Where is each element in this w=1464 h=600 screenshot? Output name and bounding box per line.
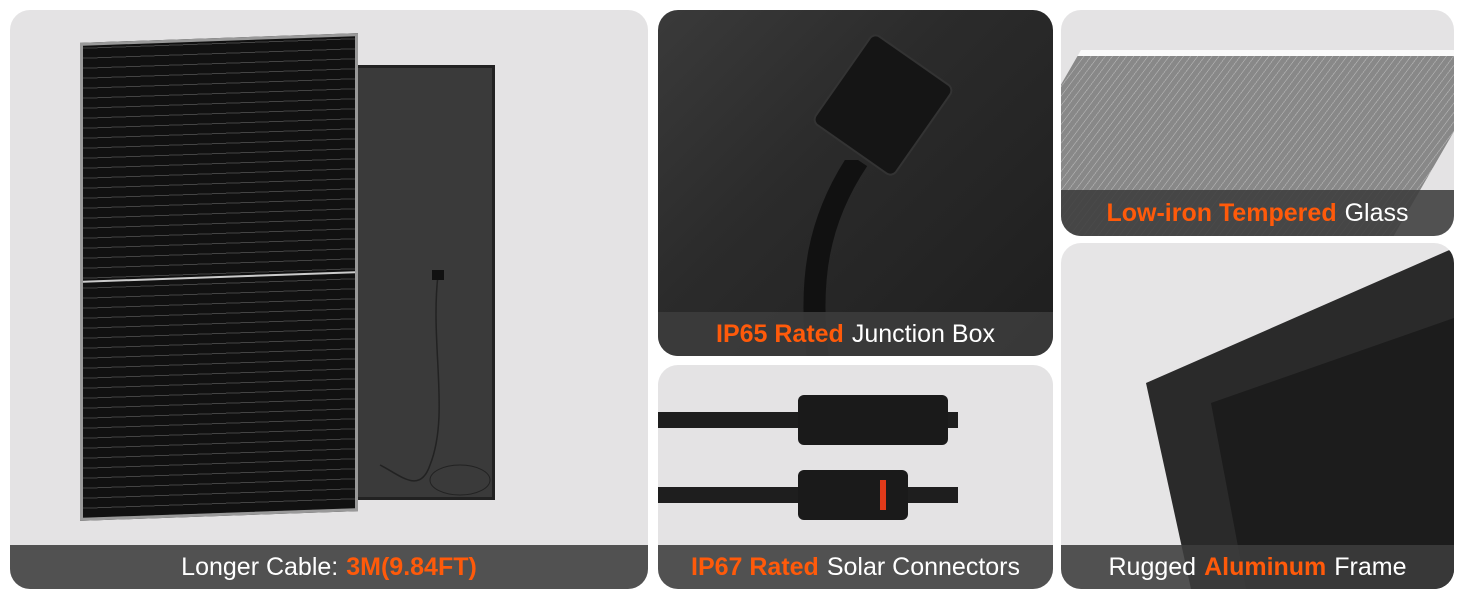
junction-box [810, 31, 956, 179]
frame-graphic [1146, 248, 1454, 589]
solar-panel-front [80, 33, 358, 521]
panel-full-solar-panel: Longer Cable:3M(9.84FT) [10, 10, 648, 589]
cable-graphic [379, 270, 491, 496]
caption-cable: Longer Cable:3M(9.84FT) [10, 545, 648, 589]
